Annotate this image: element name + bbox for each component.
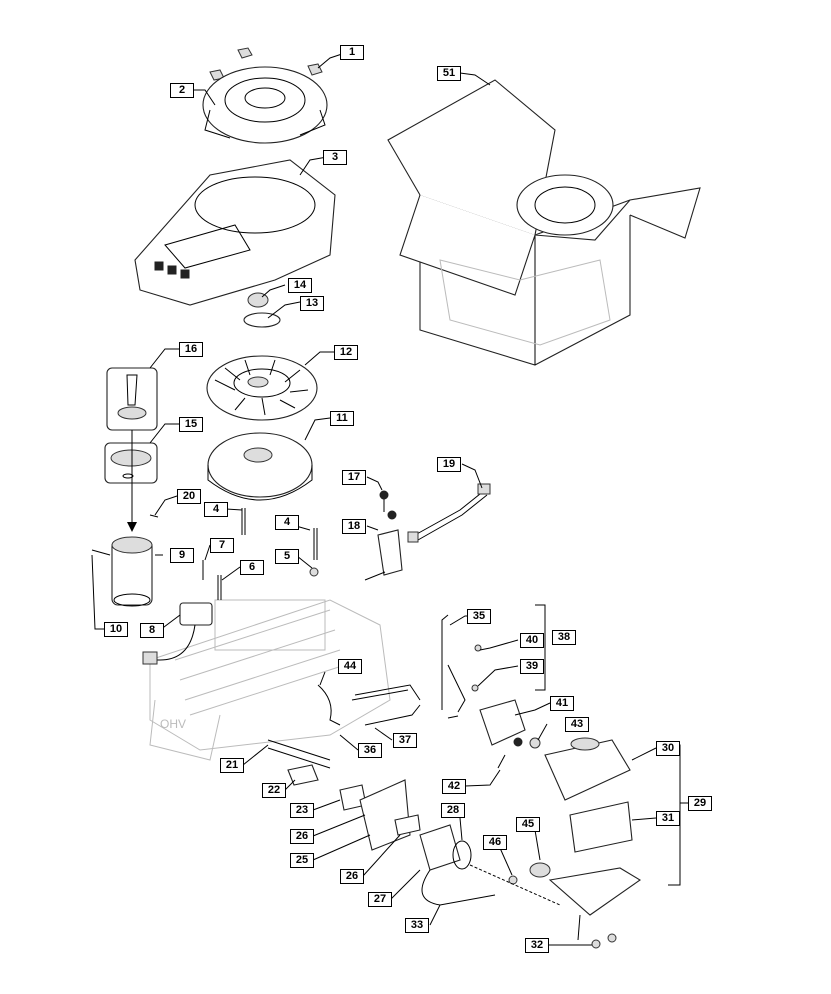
label-18: 18 — [342, 519, 366, 534]
label-45: 45 — [516, 817, 540, 832]
studs-21 — [267, 739, 331, 769]
label-44: 44 — [338, 659, 362, 674]
label-31: 31 — [656, 811, 680, 826]
label-37: 37 — [393, 733, 417, 748]
fuel-line-33 — [421, 869, 496, 906]
air-filter-assembly — [529, 737, 642, 949]
label-22: 22 — [262, 783, 286, 798]
gaskets — [287, 764, 421, 851]
label-25: 25 — [290, 853, 314, 868]
engine-cover-3 — [134, 159, 336, 306]
label-13: 13 — [300, 296, 324, 311]
label-21: 21 — [220, 758, 244, 773]
starter-motor-9 — [111, 536, 153, 607]
label-39: 39 — [520, 659, 544, 674]
label-41: 41 — [550, 696, 574, 711]
label-43: 43 — [565, 717, 589, 732]
label-1: 1 — [340, 45, 364, 60]
label-5: 5 — [275, 549, 299, 564]
label-26b: 26 — [340, 869, 364, 884]
label-42: 42 — [442, 779, 466, 794]
label-23: 23 — [290, 803, 314, 818]
label-26a: 26 — [290, 829, 314, 844]
flywheel-11 — [207, 432, 313, 501]
engine-block-ghost: OHV — [149, 599, 391, 761]
nut-1 — [209, 47, 323, 81]
label-19: 19 — [437, 457, 461, 472]
label-11: 11 — [330, 411, 354, 426]
ring-gear-inset-15 — [104, 442, 158, 484]
governor-41 — [479, 699, 526, 747]
label-4a: 4 — [204, 502, 228, 517]
throttle-linkage — [351, 614, 482, 726]
nut-46 — [508, 875, 518, 885]
spring-42 — [497, 754, 506, 769]
label-29: 29 — [688, 796, 712, 811]
label-38: 38 — [552, 630, 576, 645]
starter-gear-inset-16 — [106, 367, 158, 431]
label-46: 46 — [483, 835, 507, 850]
engine-ohv-text: OHV — [160, 717, 186, 731]
label-28: 28 — [441, 803, 465, 818]
arrow-head — [127, 522, 137, 532]
label-12: 12 — [334, 345, 358, 360]
bolt-43 — [529, 737, 541, 749]
label-9: 9 — [170, 548, 194, 563]
label-3: 3 — [323, 150, 347, 165]
label-35: 35 — [467, 609, 491, 624]
label-20: 20 — [177, 489, 201, 504]
label-27: 27 — [368, 892, 392, 907]
label-4b: 4 — [275, 515, 299, 530]
label-30: 30 — [656, 741, 680, 756]
label-15: 15 — [179, 417, 203, 432]
leader-lines — [91, 51, 688, 946]
fan-12 — [206, 355, 318, 421]
label-10: 10 — [104, 622, 128, 637]
bolts — [91, 508, 319, 600]
carburetor-27 — [419, 824, 472, 871]
harness-19 — [407, 483, 491, 543]
boxed-engine — [387, 79, 701, 366]
label-17: 17 — [342, 470, 366, 485]
label-16: 16 — [179, 342, 203, 357]
label-40: 40 — [520, 633, 544, 648]
label-51: 51 — [437, 66, 461, 81]
label-14: 14 — [288, 278, 312, 293]
label-36: 36 — [358, 743, 382, 758]
label-6: 6 — [240, 560, 264, 575]
cup-14 — [247, 292, 269, 308]
bracket-38 — [535, 604, 546, 691]
label-7: 7 — [210, 538, 234, 553]
label-33: 33 — [405, 918, 429, 933]
switch-18 — [364, 490, 403, 581]
starter-cover-2 — [202, 66, 328, 144]
ignition-coil-8 — [142, 602, 213, 665]
label-2: 2 — [170, 83, 194, 98]
plate-13 — [243, 312, 281, 328]
label-8: 8 — [140, 623, 164, 638]
hose-44 — [317, 684, 341, 726]
label-32: 32 — [525, 938, 549, 953]
dashed-line — [469, 864, 561, 906]
